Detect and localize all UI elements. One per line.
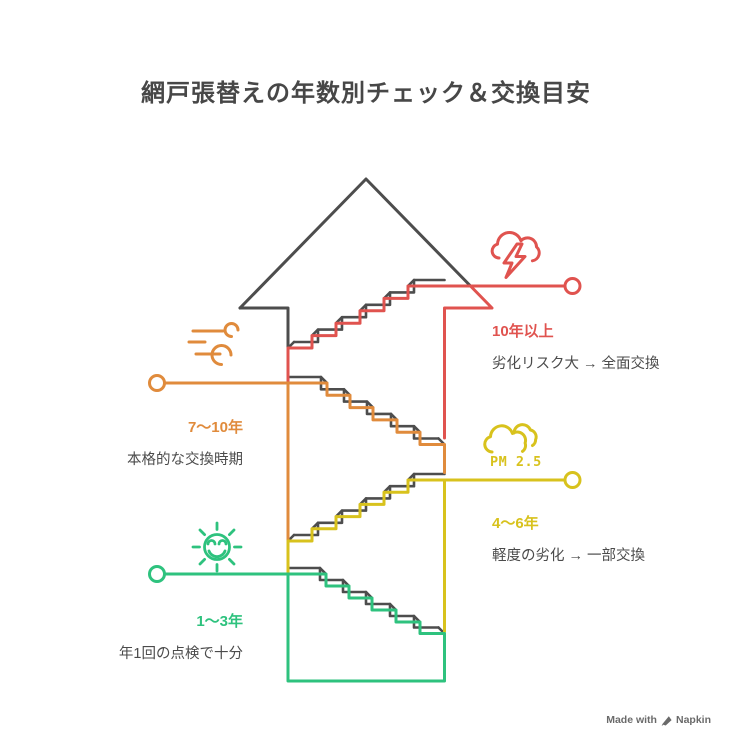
stage-description: 劣化リスク大 → 全面交換	[492, 355, 660, 372]
stage-years: 7〜10年	[187, 419, 243, 436]
yellow-connector-dot	[563, 471, 582, 489]
stage-years: 10年以上	[492, 323, 554, 340]
orange-staircase	[163, 381, 446, 474]
stage-label-1-3-years: 1〜3年 年1回の点検で十分	[23, 613, 243, 662]
storm-cloud-lightning-icon	[490, 231, 541, 279]
wind-gust-icon	[187, 322, 240, 366]
green-staircase	[163, 572, 446, 683]
stage-band-orange	[148, 374, 446, 543]
stage-description: 本格的な交換時期	[127, 451, 243, 468]
red-connector-dot	[563, 277, 582, 295]
sun-smile-icon	[191, 521, 243, 573]
stage-years: 4〜6年	[492, 515, 539, 532]
staircase-back-edges	[286, 278, 446, 635]
stage-band-yellow	[286, 471, 582, 633]
stage-band-green	[148, 565, 446, 683]
stage-band-red	[286, 277, 582, 440]
watermark-brand: Napkin	[675, 714, 711, 726]
stage-label-10plus-years: 10年以上 劣化リスク大 → 全面交換	[492, 323, 722, 372]
pm25-label: PM 2.5	[490, 454, 542, 470]
stage-description: 年1回の点検で十分	[118, 645, 243, 662]
arrowhead-slopes	[238, 177, 472, 310]
green-connector-dot	[148, 565, 166, 583]
pm25-cloud-icon: PM 2.5	[483, 423, 542, 470]
arrowhead-left-base	[238, 306, 290, 350]
watermark-made-with: Made with	[606, 714, 657, 726]
red-staircase	[286, 284, 566, 385]
red-right-edge	[443, 284, 494, 440]
yellow-staircase	[286, 478, 566, 576]
napkin-watermark: Made with Napkin	[606, 714, 711, 726]
orange-connector-dot	[148, 374, 166, 392]
up-arrow-outline	[238, 177, 472, 350]
stage-label-7-10-years: 7〜10年 本格的な交換時期	[23, 419, 243, 468]
stage-description: 軽度の劣化 → 一部交換	[492, 547, 646, 564]
stage-years: 1〜3年	[196, 613, 243, 630]
stage-label-4-6-years: 4〜6年 軽度の劣化 → 一部交換	[492, 515, 722, 564]
page-title: 網戸張替えの年数別チェック＆交換目安	[141, 80, 591, 107]
napkin-pen-icon	[661, 715, 672, 726]
